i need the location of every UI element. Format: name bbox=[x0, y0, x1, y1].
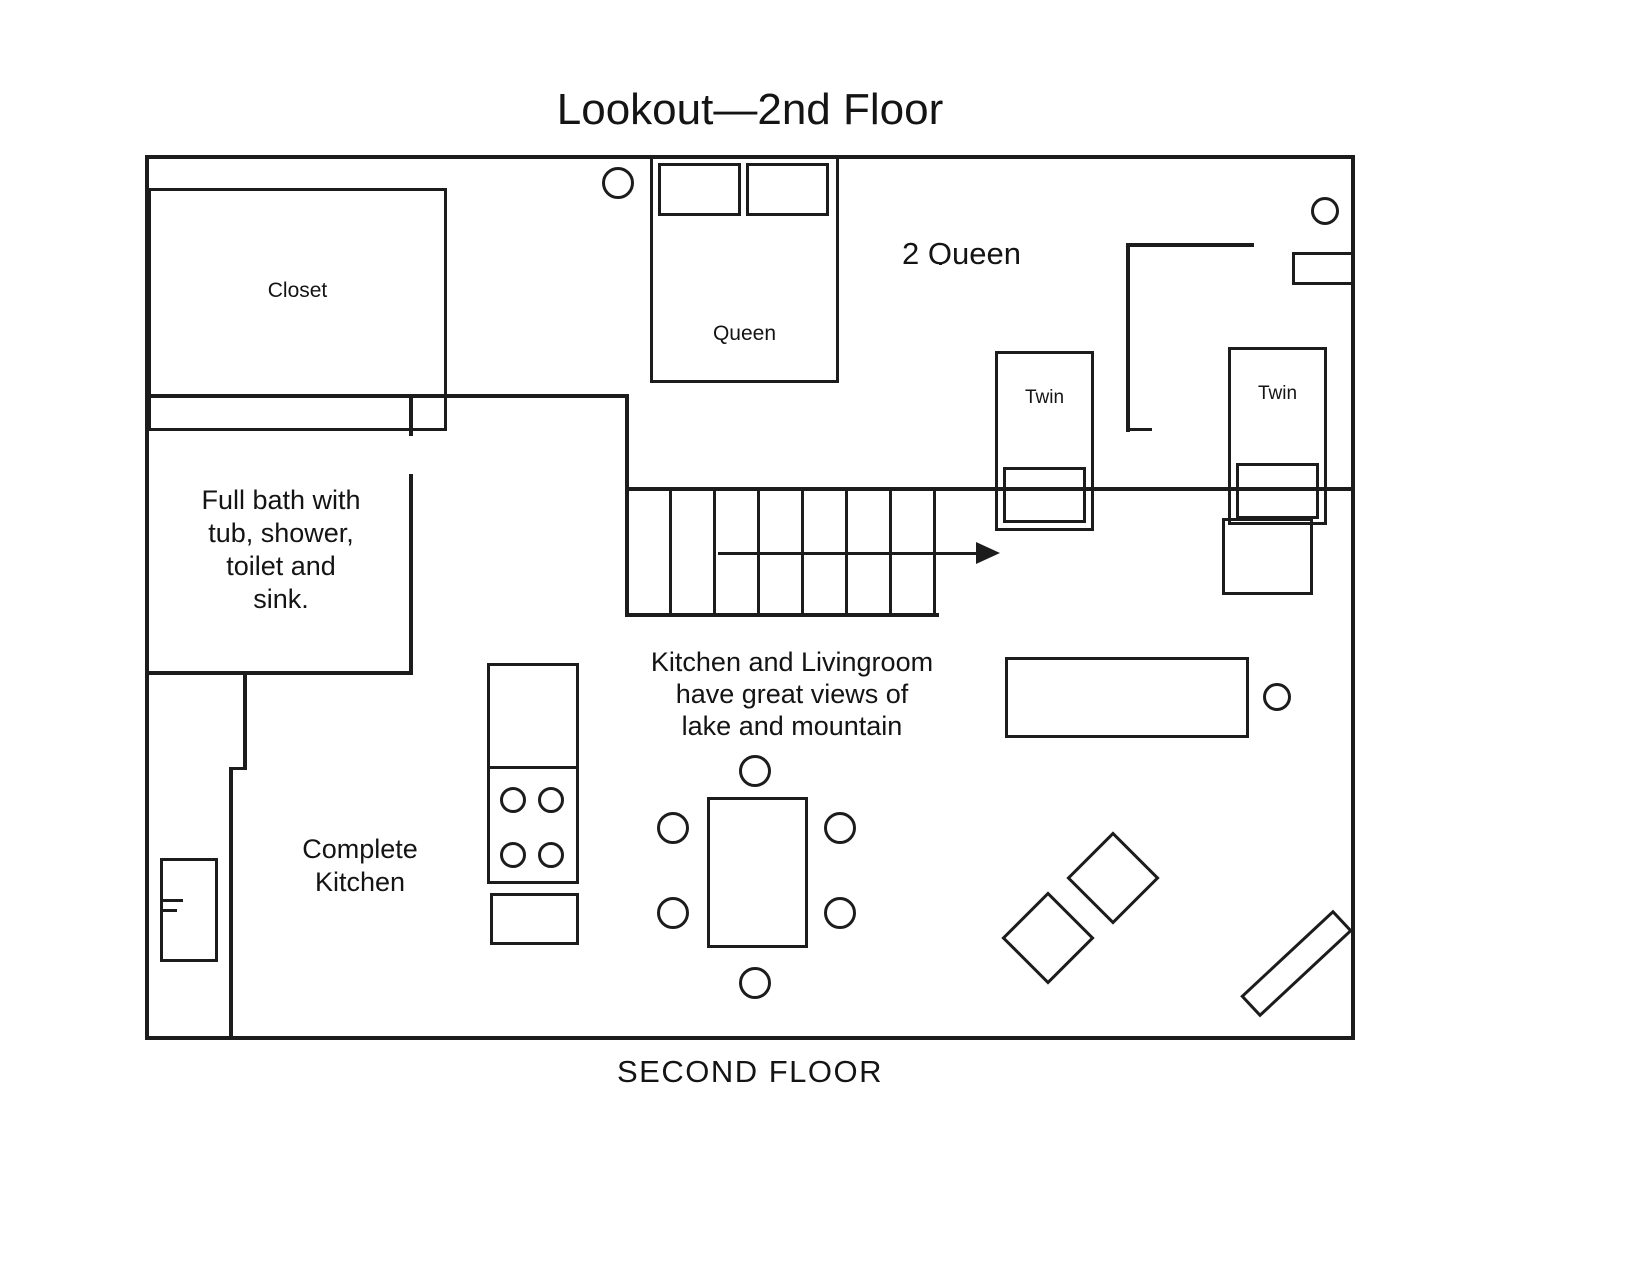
refrigerator bbox=[160, 858, 218, 962]
dining-chair-top bbox=[739, 755, 771, 787]
wall-jog-vertical-upper bbox=[243, 671, 247, 770]
stair-direction-arrow-head bbox=[976, 542, 1000, 564]
hall-top-wall bbox=[409, 394, 629, 398]
queen-pillow-left bbox=[658, 163, 741, 216]
page-title: Lookout—2nd Floor bbox=[556, 85, 944, 134]
bathroom-label: Full bath with tub, shower, toilet and s… bbox=[201, 485, 361, 614]
stove-burner-3 bbox=[500, 842, 526, 868]
dining-table bbox=[707, 797, 808, 948]
kitchen-island bbox=[487, 663, 579, 884]
ceiling-light-2 bbox=[1311, 197, 1339, 225]
twin-bed-right-label: Twin bbox=[1257, 383, 1298, 404]
bathroom-door-jamb bbox=[409, 394, 413, 436]
queen-pillow-right bbox=[746, 163, 829, 216]
stove-burner-1 bbox=[500, 787, 526, 813]
closet-label: Closet bbox=[267, 279, 328, 302]
twin-bed-right bbox=[1228, 347, 1327, 525]
dining-chair-bottom bbox=[739, 967, 771, 999]
side-table bbox=[1263, 683, 1291, 711]
stove-burner-2 bbox=[538, 787, 564, 813]
nightstand bbox=[1222, 518, 1313, 595]
sofa bbox=[1005, 657, 1249, 738]
bedroom-divider-top bbox=[1126, 243, 1254, 247]
kitchen-island-divider bbox=[487, 766, 579, 769]
wall-jog-horizontal bbox=[229, 767, 247, 770]
dining-chair-right-2 bbox=[824, 897, 856, 929]
twin-bed-left-label: Twin bbox=[1024, 387, 1065, 408]
queen-count-note: 2 Queen bbox=[902, 237, 1021, 265]
refrigerator-handle-line-1 bbox=[163, 899, 183, 902]
stair-bottom-wall bbox=[625, 613, 939, 617]
twin-bed-left-footer bbox=[1003, 467, 1086, 523]
queen-bed-label: Queen bbox=[712, 322, 777, 345]
dining-chair-left-2 bbox=[657, 897, 689, 929]
wall-jog-vertical-lower bbox=[229, 767, 233, 1040]
bathroom-top-wall bbox=[148, 394, 413, 398]
bathroom-bottom-wall bbox=[148, 671, 413, 675]
refrigerator-handle-line-2 bbox=[163, 909, 177, 912]
ceiling-light-1 bbox=[602, 167, 634, 199]
queen-bed bbox=[650, 155, 839, 383]
floor-caption: SECOND FLOOR bbox=[616, 1054, 884, 1089]
view-note: Kitchen and Livingroom have great views … bbox=[650, 647, 934, 741]
stair-tread-2 bbox=[713, 487, 716, 617]
landing-divider-wall bbox=[625, 487, 1355, 491]
stair-tread-1 bbox=[669, 487, 672, 617]
kitchen-island-drawer bbox=[490, 893, 579, 945]
stair-left-wall bbox=[625, 394, 629, 616]
bedroom-divider-wall bbox=[1126, 243, 1130, 432]
stair-direction-arrow-shaft bbox=[718, 552, 980, 555]
complete-kitchen-label: Complete Kitchen bbox=[302, 834, 418, 897]
closet-room bbox=[148, 188, 447, 431]
twin-bed-left bbox=[995, 351, 1094, 531]
corner-shelf bbox=[1292, 252, 1354, 285]
bedroom-divider-foot bbox=[1126, 428, 1152, 431]
stove-burner-4 bbox=[538, 842, 564, 868]
twin-bed-right-footer bbox=[1236, 463, 1319, 519]
dining-chair-left-1 bbox=[657, 812, 689, 844]
dining-chair-right-1 bbox=[824, 812, 856, 844]
bathroom-right-wall bbox=[409, 474, 413, 675]
